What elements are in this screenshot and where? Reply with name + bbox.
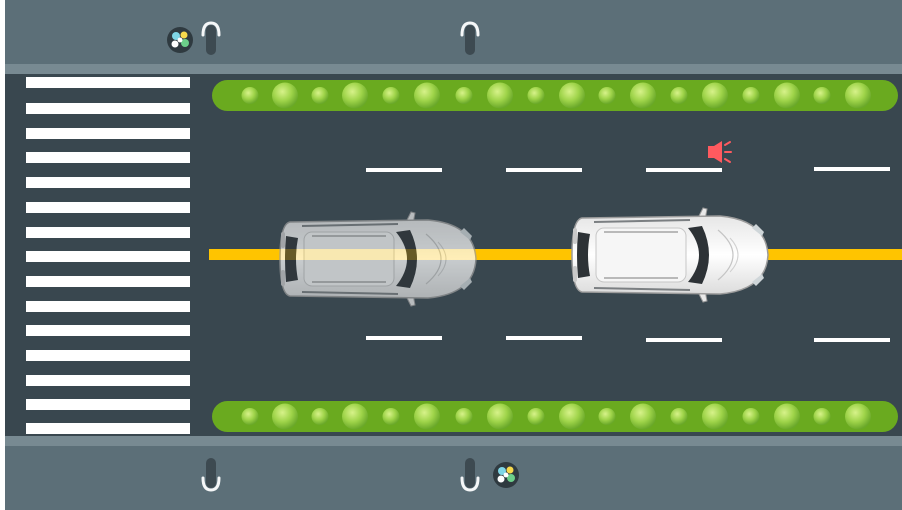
hedge-bush [774, 403, 800, 430]
hedge-bush [742, 87, 760, 104]
hedge-top [212, 80, 898, 111]
hedge-bush [455, 87, 473, 104]
car-left[interactable] [279, 211, 477, 307]
hedge-bush [630, 82, 656, 109]
hedge-bush [813, 87, 831, 104]
hedge-bush [455, 408, 473, 425]
hedge-bush [559, 403, 585, 430]
hedge-bush [598, 87, 616, 104]
sidewalk-bottom [5, 446, 902, 510]
hedge-bush [598, 408, 616, 425]
flower-pot-icon [493, 462, 519, 488]
curb-bottom [5, 436, 902, 446]
hedge-bush [382, 87, 400, 104]
hedge-bush [241, 408, 259, 425]
curb-top [5, 64, 902, 74]
hedge-bush [813, 408, 831, 425]
car-right[interactable] [571, 207, 769, 303]
hedge-bush [272, 82, 298, 109]
sidewalk-top [5, 0, 902, 64]
hedge-bush [342, 403, 368, 430]
hedge-bush [527, 87, 545, 104]
crosswalk [26, 77, 190, 434]
hedge-bush [845, 403, 871, 430]
hedge-bottom [212, 401, 898, 432]
hedge-bush [559, 82, 585, 109]
flower-pot-icon [167, 27, 193, 53]
hedge-bush [414, 82, 440, 109]
hedge-bush [487, 403, 513, 430]
hedge-bush [702, 82, 728, 109]
hedge-bush [241, 87, 259, 104]
hedge-bush [272, 403, 298, 430]
hedge-bush [382, 408, 400, 425]
hedge-bush [630, 403, 656, 430]
hedge-bush [742, 408, 760, 425]
hedge-bush [774, 82, 800, 109]
hedge-bush [311, 408, 329, 425]
hedge-bush [670, 87, 688, 104]
horn-icon[interactable] [708, 141, 732, 163]
hedge-bushes [241, 82, 871, 430]
hedge-bush [702, 403, 728, 430]
hedge-bush [487, 82, 513, 109]
hedge-bush [670, 408, 688, 425]
hedge-bush [414, 403, 440, 430]
center-line [209, 249, 902, 260]
hedge-bush [527, 408, 545, 425]
hedge-bush [342, 82, 368, 109]
hedge-bush [311, 87, 329, 104]
lane-markings [366, 167, 890, 342]
hedge-bush [845, 82, 871, 109]
